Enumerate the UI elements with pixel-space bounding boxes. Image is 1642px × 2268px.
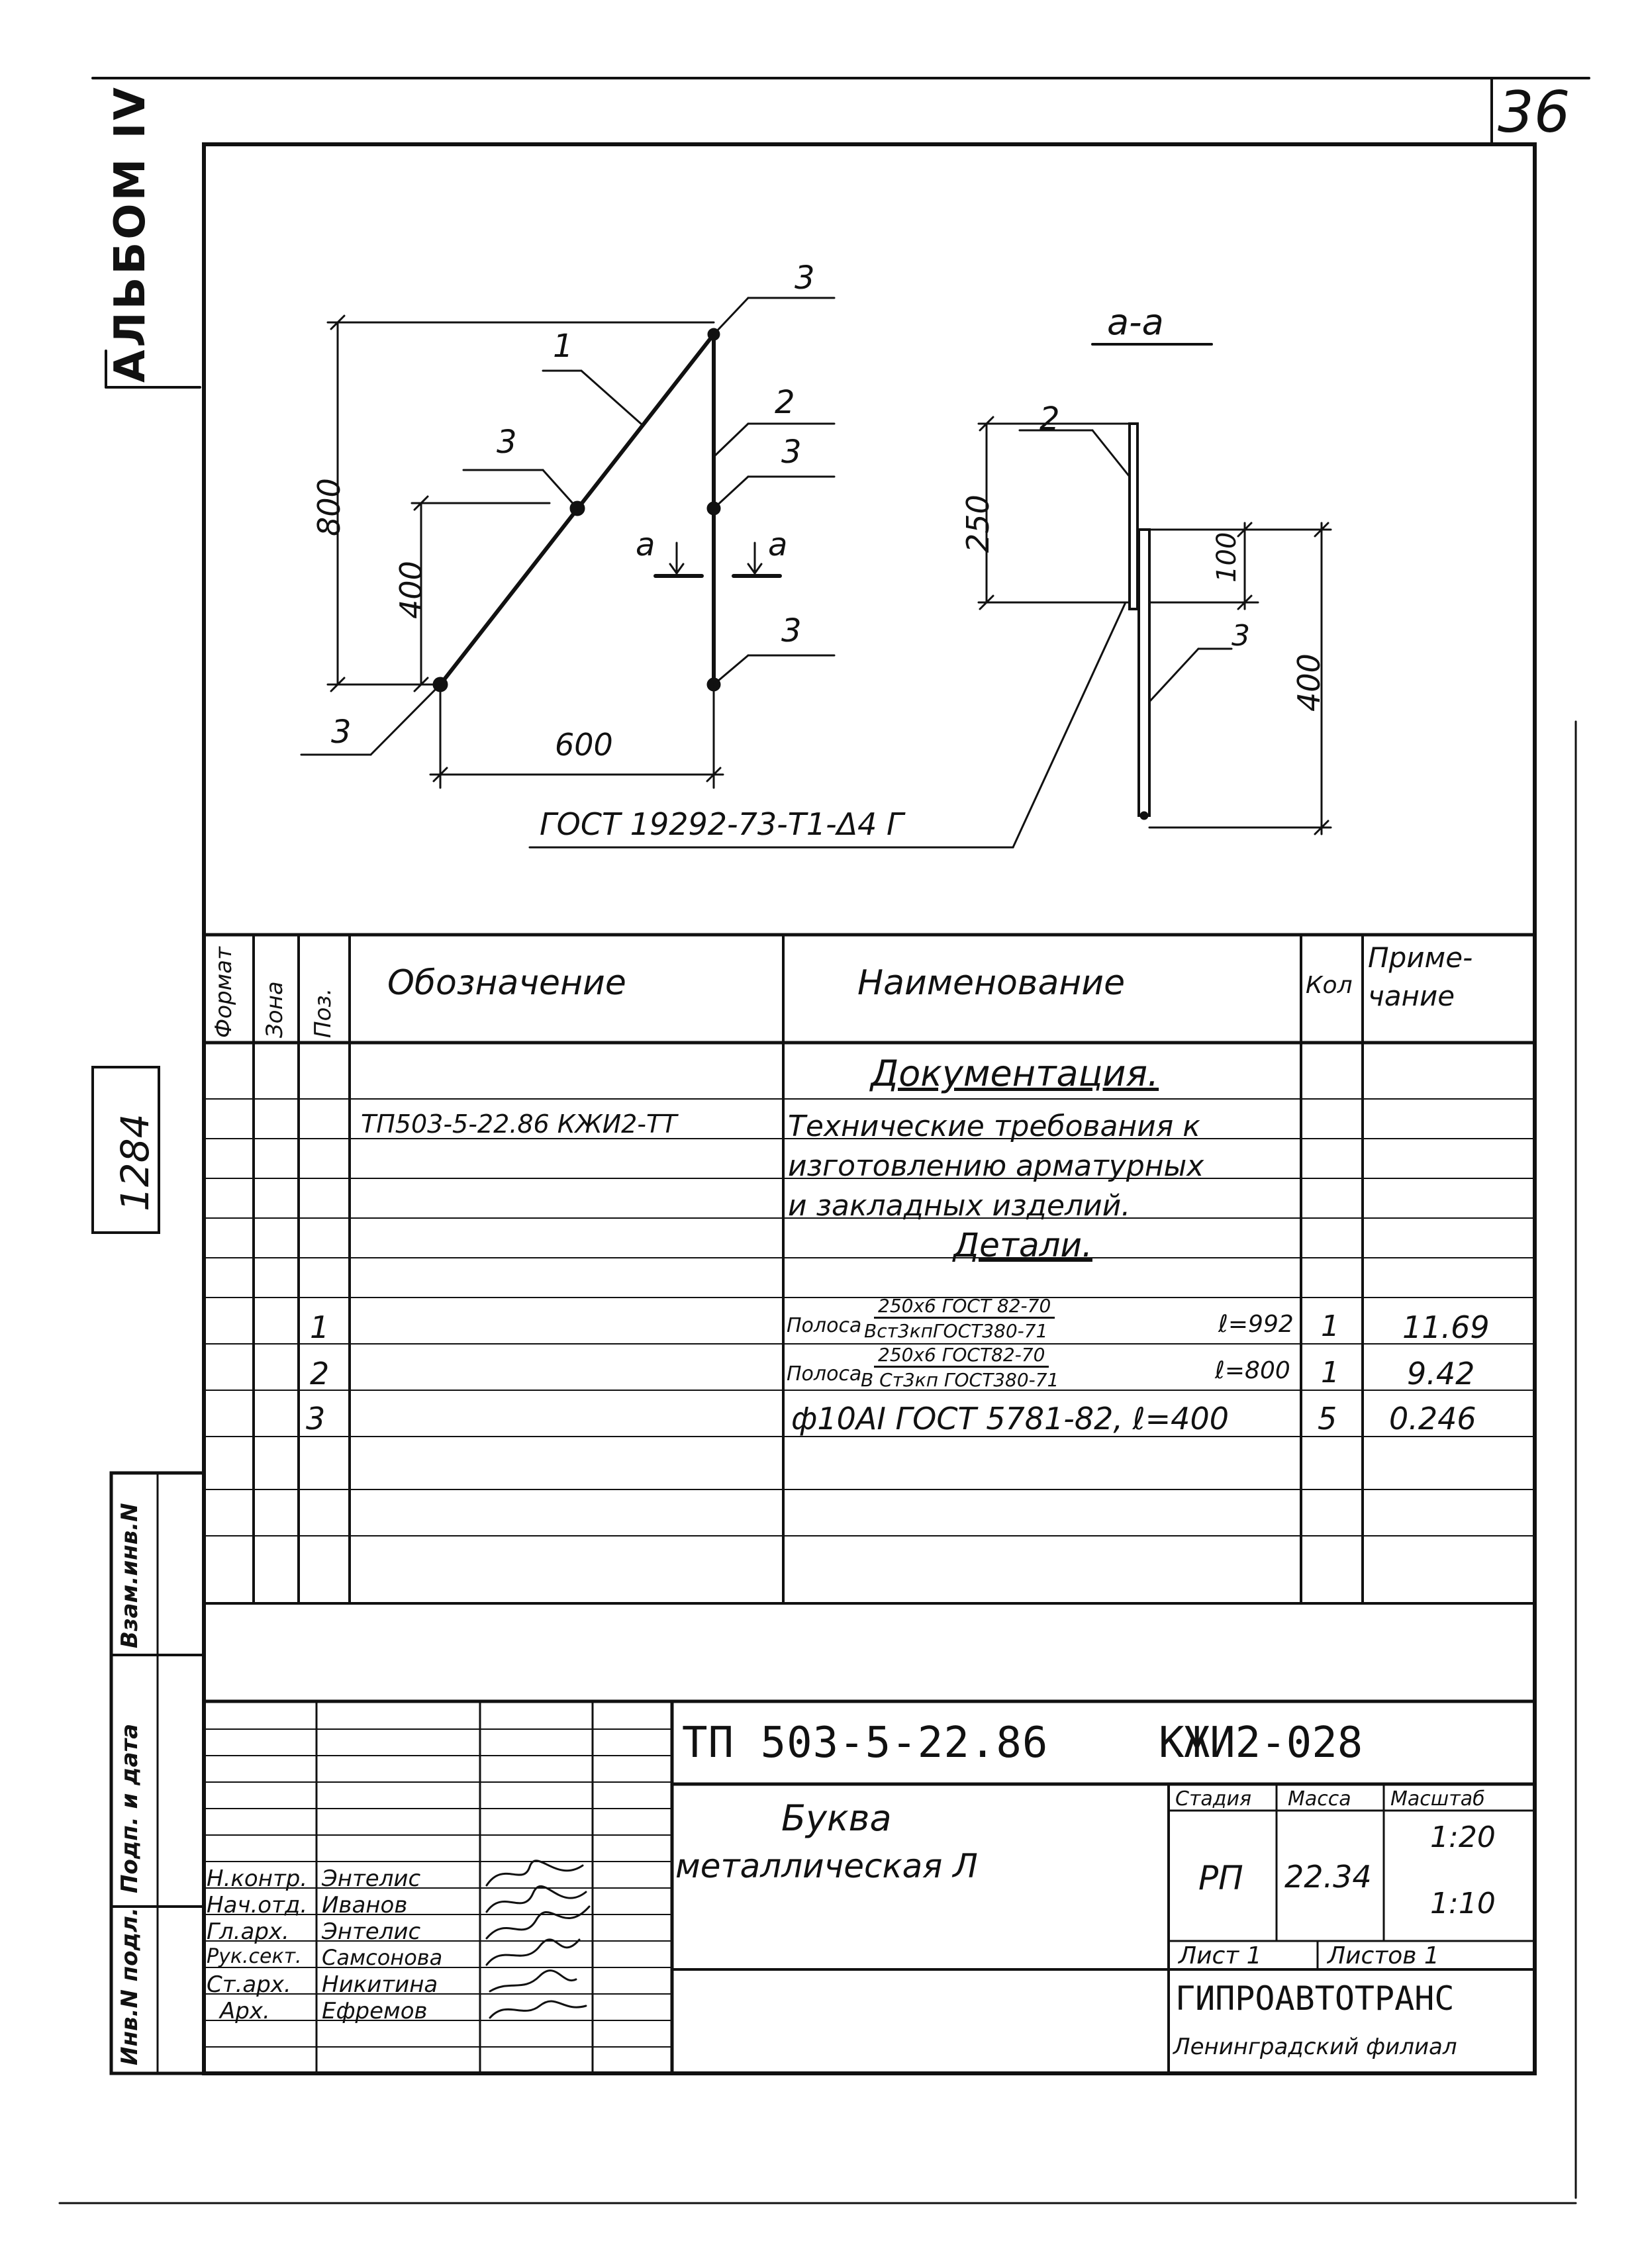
signer-name-1: Энтелис: [322, 1866, 421, 1892]
weld-note: ГОСТ 19292-73-Т1-Δ4 Г: [540, 806, 904, 842]
callout-1: 1: [553, 328, 573, 365]
mass-value: 22.34: [1284, 1859, 1372, 1895]
signer-role-1: Н.контр.: [207, 1866, 308, 1892]
product-title-2: металлическая Л: [675, 1847, 978, 1885]
signature-5: [489, 1969, 577, 1993]
main-frame: [202, 142, 1537, 2075]
callout-3-top: 3: [795, 260, 815, 297]
margin-number-box: [91, 1066, 160, 1234]
row-2-mass: 9.42: [1407, 1356, 1475, 1392]
signer-role-5: Ст.арх.: [207, 1971, 291, 1998]
section-details: Детали.: [953, 1226, 1092, 1264]
sheet-code: КЖИ2-028: [1159, 1719, 1363, 1768]
section-callout-2: 2: [1039, 401, 1060, 438]
signer-role-6: Арх.: [220, 1998, 270, 2024]
signature-4: [485, 1938, 581, 1966]
section-mark-left: а: [636, 526, 655, 563]
row-2-qty: 1: [1321, 1356, 1339, 1390]
row-1-bottom: Вст3кпГОСТ380-71: [864, 1320, 1048, 1342]
callout-3-mid: 3: [497, 424, 517, 461]
scale-label: Масштаб: [1390, 1787, 1485, 1811]
callout-3-lower: 3: [781, 612, 802, 649]
section-mark-right: а: [768, 526, 788, 563]
row-requirements-2: изготовлению арматурных: [788, 1149, 1204, 1183]
row-2-top: 250х6 ГОСТ82-70: [874, 1344, 1049, 1368]
row-pos-3: 3: [306, 1401, 326, 1437]
signer-name-6: Ефремов: [322, 1998, 428, 2024]
row-3-name: ф10АI ГОСТ 5781-82, ℓ=400: [791, 1401, 1229, 1437]
signer-role-2: Нач.отд.: [207, 1892, 308, 1918]
organization-branch: Ленинградский филиал: [1173, 2034, 1457, 2060]
row-1-qty: 1: [1321, 1309, 1339, 1343]
header-designation: Обозначение: [387, 963, 626, 1003]
stage-value: РП: [1198, 1859, 1243, 1897]
scale-value-2: 1:10: [1430, 1887, 1496, 1920]
header-name: Наименование: [857, 963, 1126, 1003]
document-code: ТП 503-5-22.86: [682, 1719, 1049, 1768]
row-1-mass: 11.69: [1402, 1309, 1490, 1345]
header-note: Приме-чание: [1368, 941, 1473, 1012]
signature-3: [485, 1905, 591, 1940]
stage-label: Стадия: [1175, 1787, 1252, 1811]
row-pos-1: 1: [310, 1309, 330, 1345]
scale-value-1: 1:20: [1430, 1820, 1496, 1854]
row-3-qty: 5: [1318, 1401, 1337, 1437]
section-callout-3: 3: [1232, 619, 1250, 653]
row-1-top: 250х6 ГОСТ 82-70: [874, 1295, 1055, 1319]
row-2-bottom: В Ст3кп ГОСТ380-71: [861, 1369, 1059, 1391]
row-3-mass: 0.246: [1389, 1401, 1476, 1437]
row-1-length: ℓ=992: [1218, 1311, 1294, 1338]
signer-name-5: Никитина: [322, 1971, 438, 1998]
sheets-label: Листов 1: [1328, 1942, 1439, 1969]
section-documentation: Документация.: [871, 1053, 1159, 1094]
organization-name: ГИПРОАВТОТРАНС: [1175, 1979, 1455, 2018]
callout-3-bottom: 3: [331, 714, 352, 751]
row-requirements-1: Технические требования к: [788, 1110, 1200, 1143]
sheet-label: Лист 1: [1179, 1942, 1262, 1969]
signature-1: [485, 1860, 584, 1887]
signer-role-3: Гл.арх.: [207, 1918, 289, 1945]
row-1-prefix: Полоса: [787, 1314, 862, 1337]
signer-name-4: Самсонова: [322, 1945, 443, 1970]
signature-2: [485, 1885, 587, 1913]
header-qty: Кол: [1306, 972, 1353, 999]
row-pos-2: 2: [310, 1356, 330, 1392]
product-title-1: Буква: [781, 1797, 892, 1839]
signer-name-2: Иванов: [322, 1892, 408, 1918]
section-title: а-а: [1107, 301, 1164, 343]
signer-role-4: Рук.сект.: [207, 1945, 302, 1968]
page-number: 36: [1498, 79, 1570, 146]
row-2-prefix: Полоса: [787, 1362, 862, 1386]
mass-label: Масса: [1288, 1787, 1351, 1811]
row-2-length: ℓ=800: [1215, 1357, 1290, 1384]
callout-3-right: 3: [781, 434, 802, 471]
callout-2: 2: [775, 384, 795, 421]
signer-name-3: Энтелис: [322, 1918, 421, 1945]
signature-6: [489, 2000, 587, 2019]
section-strip-2: [1128, 422, 1139, 610]
dim-600: 600: [555, 727, 613, 763]
row-designation-tt: ТП503-5-22.86 КЖИ2-ТТ: [361, 1110, 677, 1139]
row-requirements-3: и закладных изделий.: [788, 1189, 1131, 1223]
